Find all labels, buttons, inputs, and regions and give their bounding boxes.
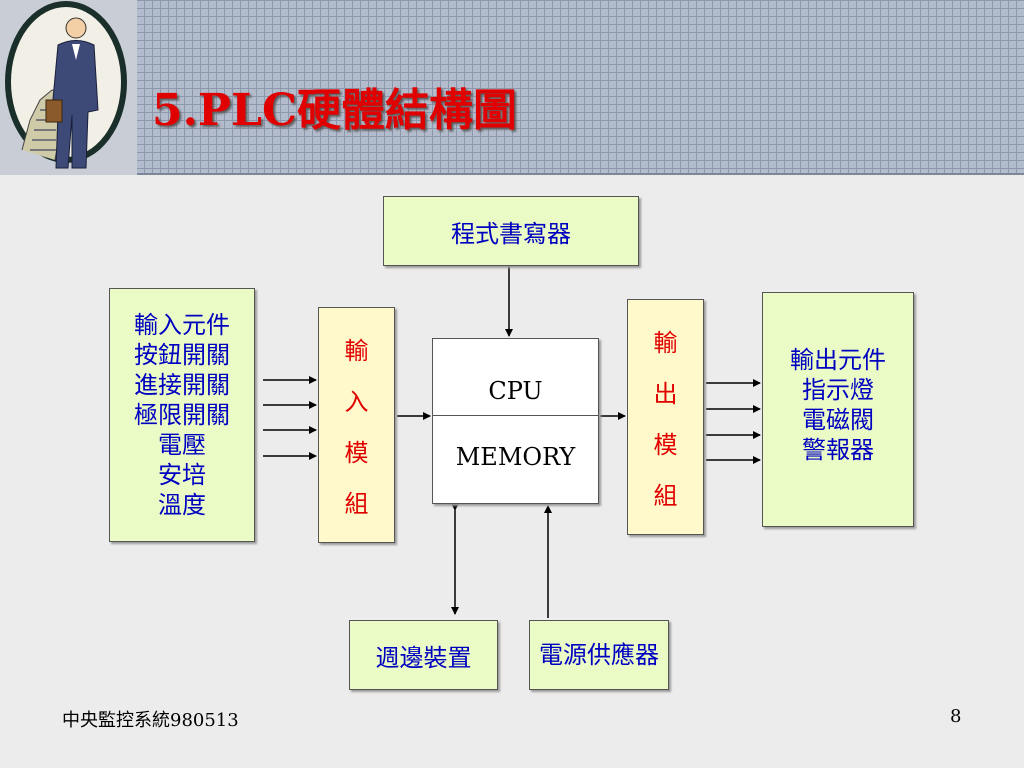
output-module-char: 模 <box>653 431 678 459</box>
footer-course-label: 中央監控系統980513 <box>62 710 239 731</box>
programmer-label: 程式書寫器 <box>451 219 571 248</box>
input-device-item: 進接開關 <box>134 371 230 399</box>
input-device-item: 按鈕開關 <box>134 341 230 369</box>
input-devices-box: 輸入元件 按鈕開關 進接開關 極限開關 電壓 安培 溫度 <box>109 288 255 542</box>
businessman-clipart-image <box>0 0 137 175</box>
output-module-char: 出 <box>653 380 678 408</box>
output-device-item: 輸出元件 <box>790 346 886 374</box>
input-device-item: 輸入元件 <box>134 311 230 339</box>
peripheral-label: 週邊裝置 <box>375 643 472 672</box>
output-module-box: 輸 出 模 組 <box>627 299 704 535</box>
input-module-box: 輸 入 模 組 <box>318 307 395 543</box>
output-device-item: 指示燈 <box>802 376 874 404</box>
output-device-item: 電磁閥 <box>802 406 874 434</box>
input-module-char: 入 <box>344 388 369 416</box>
output-device-item: 警報器 <box>802 436 874 464</box>
page-number: 8 <box>950 706 962 727</box>
output-devices-box: 輸出元件 指示燈 電磁閥 警報器 <box>762 292 914 527</box>
cpu-memory-box: CPU MEMORY <box>432 338 599 504</box>
output-module-char: 組 <box>653 482 678 510</box>
header-banner: 5.PLC硬體結構圖 <box>0 0 1024 175</box>
cpu-label: CPU <box>488 377 543 405</box>
slide-title: 5.PLC硬體結構圖 <box>152 85 517 136</box>
power-supply-box: 電源供應器 <box>529 620 669 690</box>
cpu-divider <box>433 415 598 416</box>
memory-label: MEMORY <box>455 443 576 471</box>
programmer-box: 程式書寫器 <box>383 196 639 266</box>
peripheral-box: 週邊裝置 <box>349 620 498 690</box>
input-module-char: 模 <box>344 439 369 467</box>
input-device-item: 電壓 <box>158 431 206 459</box>
power-supply-label: 電源供應器 <box>539 641 659 669</box>
input-device-item: 溫度 <box>158 491 206 519</box>
input-device-item: 極限開關 <box>134 401 230 429</box>
input-module-char: 組 <box>344 490 369 518</box>
input-module-char: 輸 <box>344 337 369 365</box>
output-module-char: 輸 <box>653 329 678 357</box>
input-device-item: 安培 <box>158 461 206 489</box>
